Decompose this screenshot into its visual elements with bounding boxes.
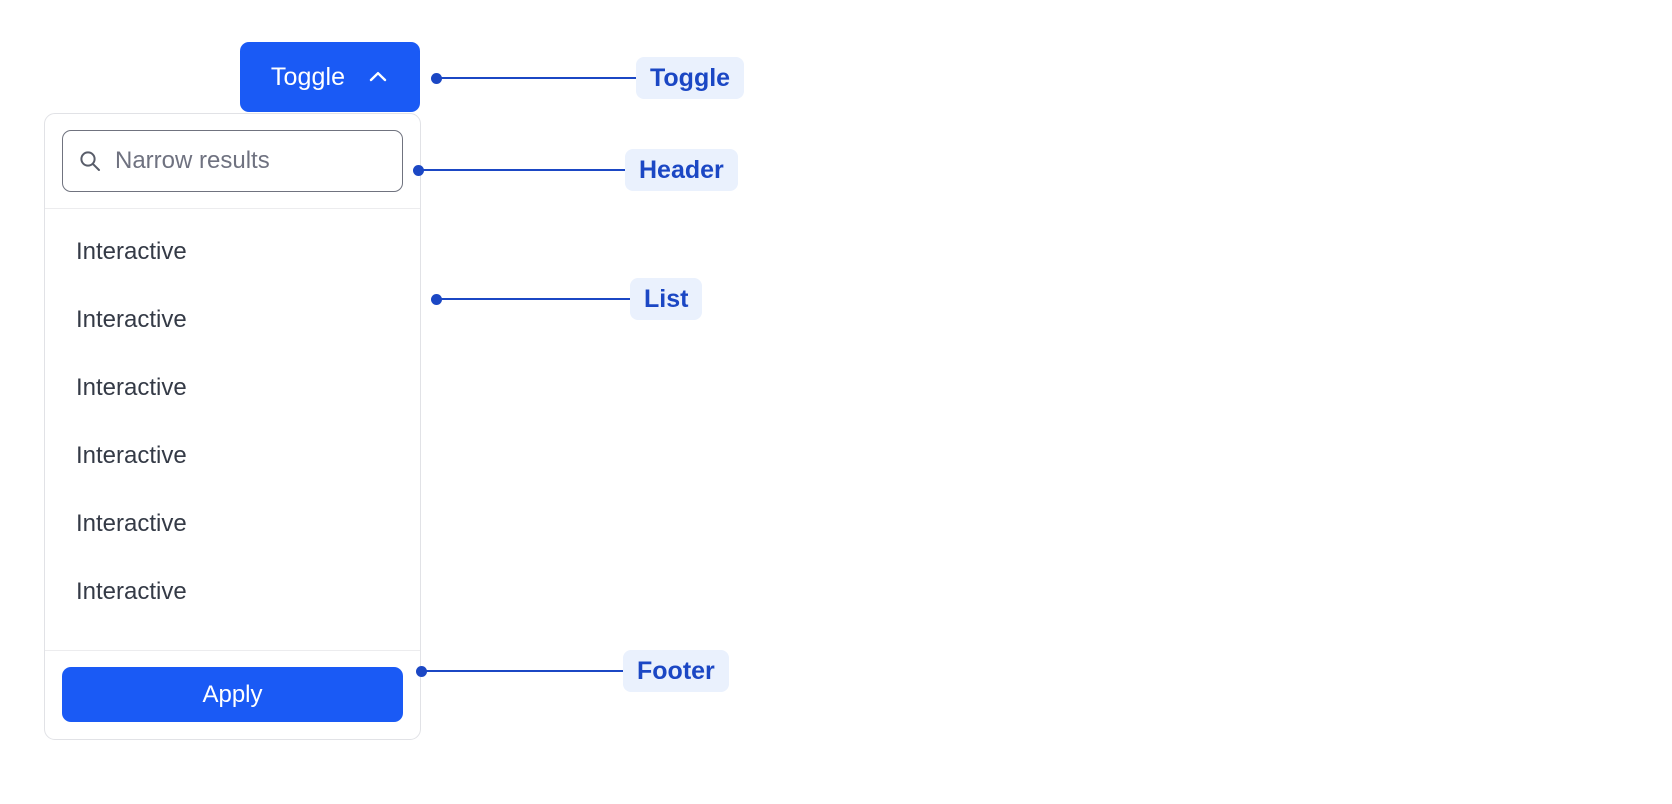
list-item[interactable]: Interactive: [76, 306, 187, 333]
list-item[interactable]: Interactive: [76, 238, 187, 265]
annotation-leader-line: [441, 297, 630, 301]
search-field[interactable]: [62, 130, 403, 192]
search-icon: [77, 148, 103, 174]
annotation-dot-icon: [431, 293, 442, 305]
toggle-button[interactable]: Toggle: [240, 42, 420, 112]
list-item[interactable]: Interactive: [76, 442, 187, 469]
dropdown-panel: Interactive Interactive Interactive Inte…: [44, 113, 421, 740]
annotation-leader-line: [426, 669, 623, 673]
annotation-dot-icon: [431, 72, 442, 84]
annotation-dot-icon: [413, 164, 424, 176]
toggle-button-label: Toggle: [270, 62, 346, 91]
dropdown-list: Interactive Interactive Interactive Inte…: [45, 209, 420, 650]
annotation-label-list: List: [630, 278, 703, 320]
list-item[interactable]: Interactive: [76, 578, 187, 605]
search-input[interactable]: [115, 147, 388, 175]
list-item[interactable]: Interactive: [76, 510, 187, 537]
apply-button[interactable]: Apply: [62, 667, 403, 722]
annotation-label-footer: Footer: [623, 650, 729, 692]
annotation-leader-line: [423, 168, 625, 172]
annotation-leader-line: [441, 76, 636, 80]
annotation-label-toggle: Toggle: [636, 57, 745, 99]
list-item[interactable]: Interactive: [76, 374, 187, 401]
annotation-dot-icon: [416, 665, 427, 677]
annotation-label-header: Header: [625, 149, 738, 191]
dropdown-header: [45, 114, 420, 209]
dropdown-footer: Apply: [45, 650, 420, 739]
chevron-up-icon: [367, 66, 389, 88]
